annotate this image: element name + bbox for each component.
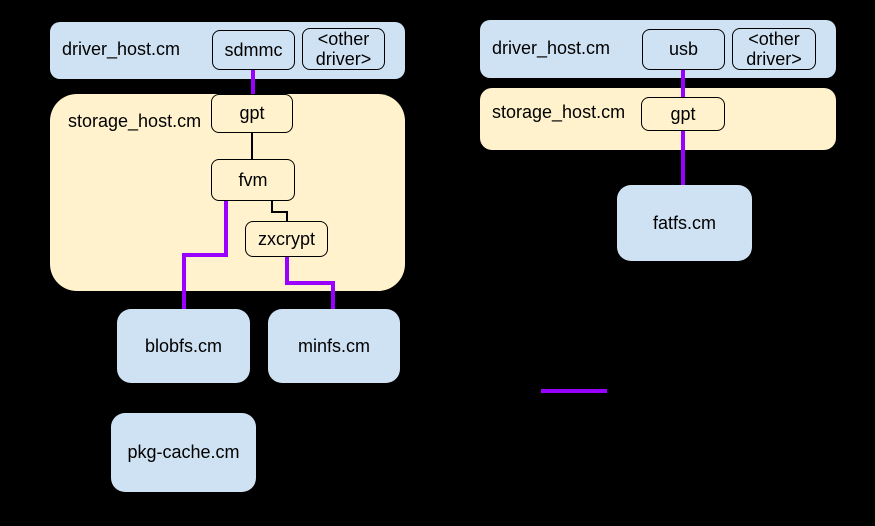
node-blobfs: blobfs.cm	[117, 309, 250, 383]
node-gpt-left-label: gpt	[239, 103, 265, 124]
node-zxcrypt: zxcrypt	[245, 221, 328, 257]
node-zxcrypt-label: zxcrypt	[257, 228, 315, 249]
node-pkg-cache-label: pkg-cache.cm	[127, 442, 240, 462]
node-other-driver-left-label: <other driver>	[315, 28, 372, 69]
node-fvm: fvm	[211, 159, 295, 201]
node-other-driver-left: <other driver>	[302, 28, 385, 70]
connector-fvm-blobfs-v1	[224, 198, 228, 257]
connector-zxcrypt-minfs-h	[285, 281, 335, 285]
node-fatfs-label: fatfs.cm	[652, 212, 716, 233]
connector-fvm-blobfs-v2	[182, 253, 186, 313]
node-blobfs-label: blobfs.cm	[144, 335, 223, 356]
connector-fvm-zxcrypt-v1	[271, 197, 273, 213]
left-storage-host-label: storage_host.cm	[68, 111, 202, 131]
connector-gpt-fatfs	[681, 128, 685, 188]
node-sdmmc-label: sdmmc	[224, 39, 283, 60]
connector-fvm-zxcrypt-h	[271, 211, 288, 213]
connector-zxcrypt-minfs-v2	[331, 281, 335, 313]
node-minfs-label: minfs.cm	[298, 335, 370, 356]
right-driver-host-label: driver_host.cm	[492, 38, 611, 58]
node-gpt-right: gpt	[641, 97, 725, 131]
connector-usb-gpt	[681, 66, 685, 101]
node-fatfs: fatfs.cm	[617, 185, 752, 261]
node-usb: usb	[642, 29, 725, 70]
node-other-driver-right: <other driver>	[732, 28, 816, 70]
node-other-driver-right-label: <other driver>	[746, 28, 802, 69]
node-minfs: minfs.cm	[268, 309, 400, 383]
connector-fvm-zxcrypt-v2	[286, 211, 288, 223]
node-gpt-left: gpt	[211, 94, 293, 133]
node-pkg-cache: pkg-cache.cm	[111, 413, 256, 492]
node-gpt-right-label: gpt	[670, 103, 696, 124]
left-driver-host-label: driver_host.cm	[62, 39, 181, 59]
connector-fvm-blobfs-h	[182, 253, 228, 257]
connector-zxcrypt-minfs-v1	[285, 254, 289, 285]
node-fvm-label: fvm	[238, 169, 268, 190]
connector-gpt-fvm	[251, 130, 253, 164]
legend-purple-line	[541, 389, 607, 393]
node-usb-label: usb	[668, 39, 699, 60]
node-sdmmc: sdmmc	[212, 30, 295, 70]
right-storage-host-label: storage_host.cm	[492, 102, 626, 122]
connector-sdmmc-gpt	[251, 66, 255, 100]
